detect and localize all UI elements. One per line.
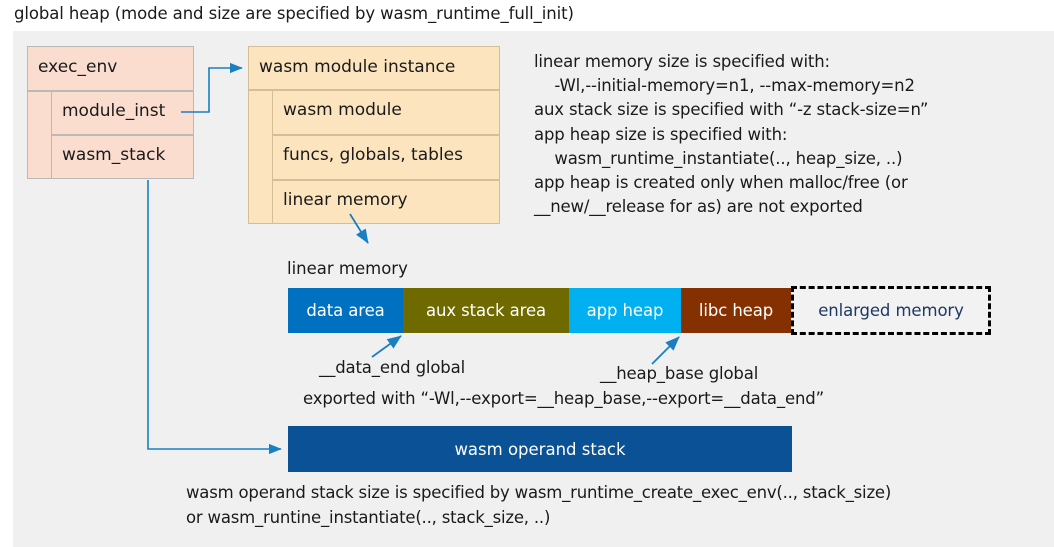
- module-instance-header-label: wasm module instance: [259, 57, 456, 77]
- memory-segment-enlarged-memory-label: enlarged memory: [818, 301, 964, 320]
- exec-env-row-module-inst: [51, 91, 194, 135]
- memory-segment-libc-heap: libc heap: [681, 288, 791, 333]
- memory-segment-data-area-label: data area: [306, 301, 385, 320]
- linear-memory-caption: linear memory: [287, 259, 408, 278]
- memory-config-notes: linear memory size is specified with: -W…: [534, 50, 928, 219]
- exec-env-header: [27, 46, 194, 91]
- exec-env-row-module-inst-label: module_inst: [62, 101, 166, 121]
- module-instance-row-wasm-module-label: wasm module: [283, 100, 402, 120]
- module-instance-row-wasm-module: [272, 90, 500, 135]
- data-end-annotation: __data_end global: [319, 358, 466, 377]
- exported-with-annotation: exported with “-Wl,--export=__heap_base,…: [303, 389, 824, 408]
- memory-segment-aux-stack-area: aux stack area: [403, 288, 569, 333]
- memory-segment-data-area: data area: [288, 288, 403, 333]
- heap-base-annotation: __heap_base global: [600, 364, 759, 383]
- memory-segment-enlarged-memory: enlarged memory: [791, 286, 991, 335]
- wasm-operand-stack-box: wasm operand stack: [288, 426, 792, 472]
- memory-segment-app-heap: app heap: [569, 288, 681, 333]
- module-instance-row-funcs-globals-tables-label: funcs, globals, tables: [283, 145, 463, 165]
- exec-env-row-wasm-stack: [51, 135, 194, 179]
- page-title: global heap (mode and size are specified…: [14, 4, 574, 23]
- exec-env-header-label: exec_env: [38, 57, 118, 77]
- memory-segment-app-heap-label: app heap: [586, 301, 664, 320]
- memory-segment-aux-stack-area-label: aux stack area: [425, 301, 547, 320]
- memory-config-notes-text: linear memory size is specified with: -W…: [534, 52, 929, 217]
- exec-env-row-wasm-stack-label: wasm_stack: [62, 145, 166, 165]
- module-instance-header: [248, 46, 500, 90]
- module-instance-row-linear-memory-label: linear memory: [283, 190, 408, 210]
- module-instance-row-funcs-globals-tables: [272, 135, 500, 180]
- operand-stack-note-text: wasm operand stack size is specified by …: [186, 483, 892, 527]
- operand-stack-note: wasm operand stack size is specified by …: [186, 480, 891, 530]
- wasm-operand-stack-label: wasm operand stack: [454, 439, 626, 459]
- memory-segment-libc-heap-label: libc heap: [698, 301, 774, 320]
- module-instance-row-linear-memory: [272, 180, 500, 224]
